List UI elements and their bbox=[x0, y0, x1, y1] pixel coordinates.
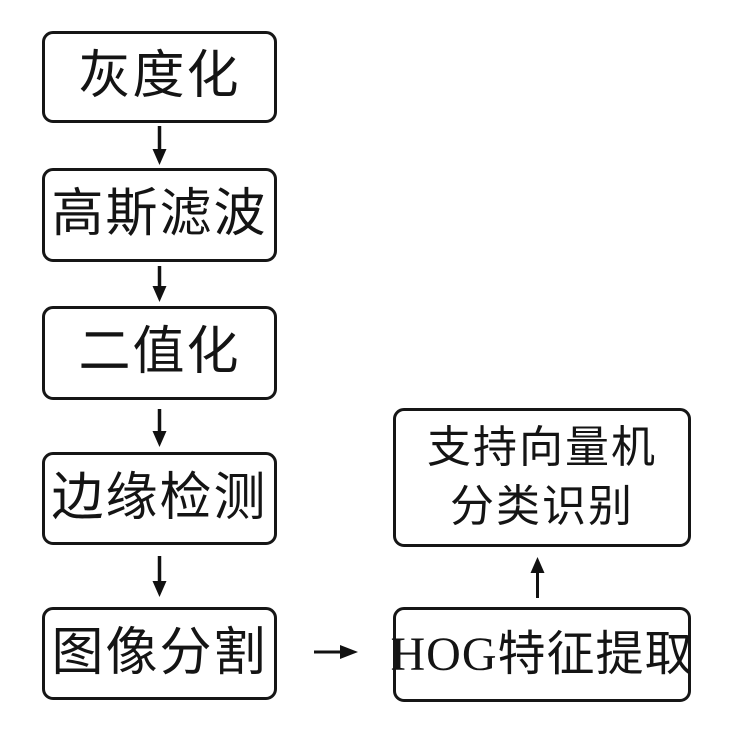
arrow-binarization-to-edge-icon bbox=[152, 409, 167, 447]
node-hog-label: HOG特征提取 bbox=[390, 627, 694, 681]
arrow-edge-to-segmentation-icon bbox=[152, 556, 167, 597]
node-svm-classification: 支持向量机 分类识别 bbox=[393, 408, 691, 547]
node-image-segmentation-label: 图像分割 bbox=[51, 624, 268, 682]
node-edge-detection: 边缘检测 bbox=[42, 452, 277, 545]
arrow-segmentation-to-hog-icon bbox=[314, 645, 358, 659]
arrow-grayscale-to-gaussian-icon bbox=[152, 126, 167, 165]
node-edge-detection-label: 边缘检测 bbox=[51, 469, 268, 527]
node-hog-feature-extraction: HOG特征提取 bbox=[390, 607, 694, 702]
arrow-hog-to-svm-icon bbox=[530, 557, 545, 598]
node-grayscale-label: 灰度化 bbox=[78, 48, 241, 106]
node-svm-label-line2: 分类识别 bbox=[450, 481, 634, 531]
node-gaussian-filter: 高斯滤波 bbox=[42, 168, 277, 262]
node-svm-label-line1: 支持向量机 bbox=[427, 423, 657, 473]
node-image-segmentation: 图像分割 bbox=[42, 607, 277, 700]
node-binarization: 二值化 bbox=[42, 306, 277, 400]
arrow-gaussian-to-binarization-icon bbox=[152, 266, 167, 302]
node-binarization-label: 二值化 bbox=[78, 324, 241, 382]
node-gaussian-filter-label: 高斯滤波 bbox=[51, 186, 268, 244]
node-grayscale: 灰度化 bbox=[42, 31, 277, 123]
